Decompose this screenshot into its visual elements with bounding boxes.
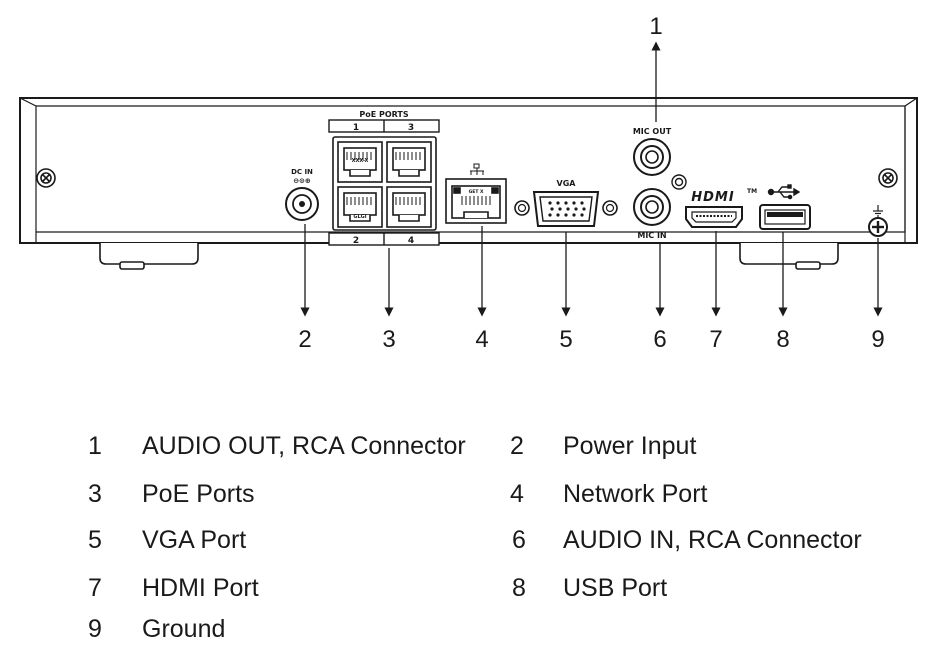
right-screw-icon <box>878 168 898 188</box>
callout-7: 7 <box>709 326 722 353</box>
callout-8: 8 <box>776 326 789 353</box>
usb-icon <box>767 184 801 200</box>
legend-number: 9 <box>88 615 102 643</box>
legend-number: 5 <box>88 526 102 554</box>
port-tag-2: GLGI <box>353 214 366 220</box>
legend-label: PoE Ports <box>142 480 255 508</box>
dc-polarity-symbol: ⊖⊙⊕ <box>293 177 311 185</box>
left-screw-icon <box>36 168 56 188</box>
dc-in-label: DC IN <box>291 168 313 176</box>
callout-2: 2 <box>298 326 311 353</box>
vga-label: VGA <box>557 179 577 188</box>
callout-9: 9 <box>871 326 884 353</box>
hdmi-trademark: TM <box>747 188 757 195</box>
network-port: GET X <box>445 163 507 224</box>
legend-label: AUDIO OUT, RCA Connector <box>142 432 466 460</box>
poe-port-2 <box>337 186 383 228</box>
poe-port-number-3: 3 <box>408 123 414 133</box>
legend-label: AUDIO IN, RCA Connector <box>563 526 862 554</box>
callout-numbers: 1 2 3 4 5 6 7 8 9 <box>298 13 884 353</box>
legend-number: 3 <box>88 480 102 508</box>
callout-1: 1 <box>649 13 662 40</box>
legend-label: VGA Port <box>142 526 247 554</box>
callout-5: 5 <box>559 326 572 353</box>
vga-port: VGA <box>514 179 618 227</box>
legend-label: Ground <box>142 615 226 643</box>
callout-6: 6 <box>653 326 666 353</box>
legend-label: HDMI Port <box>142 574 259 602</box>
mic-out-jack: MIC OUT <box>633 127 672 176</box>
network-icon <box>470 163 484 175</box>
mic-in-label: MIC IN <box>637 231 666 240</box>
poe-port-number-1: 1 <box>353 123 359 133</box>
poe-port-1 <box>337 141 383 183</box>
leader-lines <box>300 41 883 317</box>
legend-label: Network Port <box>563 480 708 508</box>
chassis <box>19 97 918 244</box>
callout-4: 4 <box>475 326 488 353</box>
poe-ports: PoE PORTS 1 3 2 4 <box>328 110 440 246</box>
mic-out-label: MIC OUT <box>633 127 672 136</box>
legend-number: 1 <box>88 432 102 460</box>
legend-number: 7 <box>88 574 102 602</box>
legend-number: 4 <box>510 480 524 508</box>
legend-number: 2 <box>510 432 524 460</box>
hdmi-port: HDMI TM <box>685 188 757 228</box>
poe-ports-title: PoE PORTS <box>359 110 409 119</box>
port-tag-1: XXX-X <box>352 158 369 164</box>
middle-screw-icon <box>671 174 687 190</box>
mic-in-jack: MIC IN <box>633 188 671 240</box>
hdmi-logo: HDMI <box>691 190 734 205</box>
ground-terminal <box>868 205 888 237</box>
dc-power-jack: DC IN ⊖⊙⊕ <box>285 168 319 221</box>
legend-label: USB Port <box>563 574 668 602</box>
feet <box>99 243 839 270</box>
callout-3: 3 <box>382 326 395 353</box>
poe-port-number-2: 2 <box>353 236 359 246</box>
usb-port <box>759 184 811 230</box>
network-port-tag: GET X <box>469 189 484 195</box>
legend-number: 6 <box>512 526 526 554</box>
poe-port-number-4: 4 <box>408 236 414 246</box>
legend-label: Power Input <box>563 432 697 460</box>
legend-number: 8 <box>512 574 526 602</box>
poe-port-3 <box>386 141 432 183</box>
ground-icon <box>873 205 883 217</box>
poe-port-4 <box>386 186 432 228</box>
